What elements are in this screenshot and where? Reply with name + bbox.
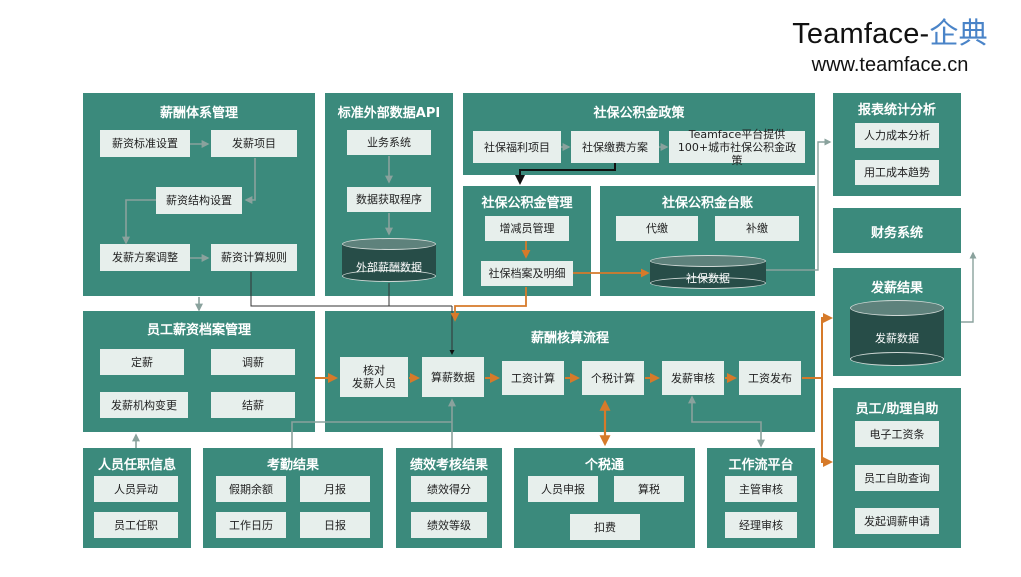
external-api-panel: 标准外部数据API 业务系统 数据获取程序 外部薪酬数据	[325, 93, 453, 296]
perf-grade-box: 绩效等级	[411, 512, 487, 538]
staff-transfer-box: 人员异动	[94, 476, 178, 502]
social-policy-title: 社保公积金政策	[593, 106, 685, 121]
pay-result-title: 发薪结果	[870, 281, 923, 296]
tax-declare-box: 人员申报	[528, 476, 598, 502]
workflow-title: 工作流平台	[728, 458, 794, 473]
calc-rules-box: 薪资计算规则	[211, 244, 297, 271]
social-ledger-title: 社保公积金台账	[661, 196, 753, 211]
settle-salary-box: 结薪	[211, 392, 295, 418]
calc-data-box: 算薪数据	[422, 357, 484, 397]
staff-position-box: 员工任职	[94, 512, 178, 538]
tax-compute-box: 算税	[614, 476, 684, 502]
contribution-plan-box: 社保缴费方案	[571, 131, 659, 163]
staff-change-box: 增减员管理	[485, 216, 569, 241]
social-archive-box: 社保档案及明细	[481, 261, 573, 286]
proxy-pay-box: 代缴	[616, 216, 698, 241]
tax-calc-box: 个税计算	[582, 361, 644, 395]
social-policy-panel: 社保公积金政策 社保福利项目 社保缴费方案 Teamface平台提供100+城市…	[463, 93, 815, 175]
salary-structure-box: 薪资结构设置	[156, 187, 242, 214]
pay-review-box: 发薪审核	[662, 361, 724, 395]
employment-title: 人员任职信息	[97, 458, 176, 473]
self-service-title: 员工/助理自助	[855, 402, 939, 417]
fix-salary-box: 定薪	[100, 349, 184, 375]
reports-title: 报表统计分析	[857, 103, 936, 118]
work-calendar-box: 工作日历	[216, 512, 286, 538]
payslip-box: 电子工资条	[855, 421, 939, 447]
supplement-pay-box: 补缴	[715, 216, 799, 241]
external-salary-db-label: 外部薪酬数据	[356, 261, 422, 274]
finance-panel: 财务系统	[833, 208, 961, 253]
cost-trend-box: 用工成本趋势	[855, 160, 939, 185]
social-data-db-label: 社保数据	[686, 272, 730, 285]
labor-cost-box: 人力成本分析	[855, 123, 939, 148]
tax-panel: 个税通 人员申报 算税 扣费	[514, 448, 695, 548]
performance-panel: 绩效考核结果 绩效得分 绩效等级	[396, 448, 502, 548]
salary-standard-box: 薪资标准设置	[100, 130, 190, 157]
tax-deduct-box: 扣费	[570, 514, 640, 540]
salary-system-panel: 薪酬体系管理 薪资标准设置 发薪项目 薪资结构设置 发薪方案调整 薪资计算规则	[83, 93, 315, 296]
plan-adjust-box: 发薪方案调整	[100, 244, 190, 271]
reports-panel: 报表统计分析 人力成本分析 用工成本趋势	[833, 93, 961, 196]
archive-title: 员工薪资档案管理	[146, 323, 251, 338]
workflow-panel: 工作流平台 主管审核 经理审核	[707, 448, 815, 548]
pay-data-db-label: 发薪数据	[875, 332, 919, 345]
process-panel: 薪酬核算流程 核对 发薪人员 算薪数据 工资计算 个税计算 发薪审核 工资发布	[325, 311, 815, 432]
perf-score-box: 绩效得分	[411, 476, 487, 502]
archive-panel: 员工薪资档案管理 定薪 调薪 发薪机构变更 结薪	[83, 311, 315, 432]
business-system-box: 业务系统	[347, 130, 431, 155]
salary-calc-box: 工资计算	[502, 361, 564, 395]
monthly-report-box: 月报	[300, 476, 370, 502]
pay-items-box: 发薪项目	[211, 130, 297, 157]
external-api-title: 标准外部数据API	[337, 106, 441, 121]
pay-result-panel: 发薪结果 发薪数据	[833, 268, 961, 376]
self-service-panel: 员工/助理自助 电子工资条 员工自助查询 发起调薪申请	[833, 388, 961, 548]
welfare-items-box: 社保福利项目	[473, 131, 561, 163]
leave-balance-box: 假期余额	[216, 476, 286, 502]
brand-url: www.teamface.cn	[811, 54, 969, 76]
adjust-request-box: 发起调薪申请	[855, 508, 939, 534]
data-fetch-box: 数据获取程序	[347, 187, 431, 212]
pay-data-db: 发薪数据	[850, 300, 944, 366]
social-mgmt-title: 社保公积金管理	[481, 196, 573, 211]
org-change-box: 发薪机构变更	[100, 392, 188, 418]
director-review-box: 经理审核	[725, 512, 797, 538]
attendance-panel: 考勤结果 假期余额 月报 工作日历 日报	[203, 448, 383, 548]
brand-title: Teamface-企典	[792, 18, 988, 50]
external-salary-db: 外部薪酬数据	[342, 238, 436, 282]
salary-system-title: 薪酬体系管理	[159, 106, 238, 121]
process-title: 薪酬核算流程	[530, 331, 609, 346]
daily-report-box: 日报	[300, 512, 370, 538]
attendance-title: 考勤结果	[266, 458, 319, 473]
finance-title: 财务系统	[870, 226, 923, 241]
performance-title: 绩效考核结果	[409, 458, 488, 473]
social-mgmt-panel: 社保公积金管理 增减员管理 社保档案及明细	[463, 186, 591, 296]
manager-review-box: 主管审核	[725, 476, 797, 502]
result-to-finance-arrow	[961, 251, 977, 323]
salary-publish-box: 工资发布	[739, 361, 801, 395]
social-ledger-panel: 社保公积金台账 代缴 补缴 社保数据	[600, 186, 815, 296]
employment-panel: 人员任职信息 人员异动 员工任职	[83, 448, 191, 548]
tax-title: 个税通	[584, 458, 624, 473]
city-policy-box: Teamface平台提供100+城市社保公积金政策	[669, 128, 805, 167]
social-data-db: 社保数据	[650, 255, 766, 289]
verify-staff-box: 核对 发薪人员	[340, 357, 408, 397]
brand-header: Teamface-企典 www.teamface.cn	[770, 10, 1010, 77]
brand-title-accent: 企典	[929, 18, 988, 50]
self-query-box: 员工自助查询	[855, 465, 939, 491]
adjust-salary-box: 调薪	[211, 349, 295, 375]
